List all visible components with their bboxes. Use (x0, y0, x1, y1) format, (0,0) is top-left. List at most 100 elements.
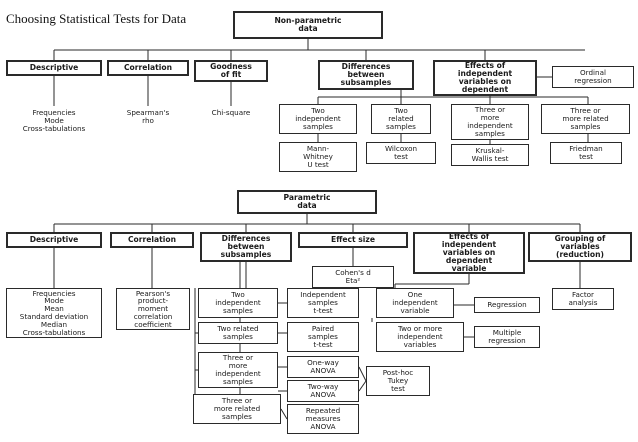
node-label-line: Friedman (569, 144, 603, 154)
node-label-line: test (391, 383, 405, 393)
p-correlation: Correlation (110, 232, 194, 248)
node-label-line: more (480, 113, 500, 123)
node-label-line: independent (392, 298, 438, 308)
p-regression: Regression (474, 297, 540, 313)
node-label-line: Mode (44, 296, 64, 306)
node-label-line: Independent (300, 290, 346, 300)
node-label-line: samples (223, 332, 253, 341)
node-label-line: Two-way (307, 382, 339, 392)
node-label-line: variables (403, 339, 437, 349)
node-label-line: ANOVA (310, 366, 336, 375)
node-label-line: subsamples (220, 250, 272, 260)
node-label-line: (reduction) (555, 250, 605, 260)
node-label-line: Whitney (303, 152, 333, 162)
node-label-line: Two or more (397, 324, 442, 334)
node-label-line: coefficient (134, 319, 172, 329)
node-label-line: Differences (341, 61, 391, 71)
node-label-line: Cross-tabulations (22, 123, 86, 133)
node-label-line: dependent (461, 85, 509, 95)
page-title: Choosing Statistical Tests for Data (6, 11, 187, 26)
node-label-line: Three or (570, 106, 601, 116)
node-label-line: Two related (217, 324, 259, 334)
node-label-line: Wallis test (471, 154, 509, 163)
node-label-line: independent (467, 121, 513, 130)
p-effect-size: Effect size (298, 232, 408, 248)
node-label-line: Correlation (127, 234, 176, 244)
np-kruskal-wallis: Kruskal-Wallis test (451, 144, 529, 166)
node-label-line: more related (213, 404, 261, 414)
node-label-line: samples (303, 121, 333, 131)
node-label-line: samples (222, 411, 252, 421)
node-label-line: rho (142, 116, 154, 125)
node-label-line: between (227, 241, 265, 251)
node-label-line: moment (137, 304, 169, 314)
np-correlation: Correlation (107, 60, 189, 76)
node-label-line: product- (137, 296, 169, 306)
node-label-line: Wilcoxon (384, 144, 418, 154)
node-label-line: Factor (571, 290, 594, 300)
node-label-line: Tukey (387, 376, 409, 386)
node-label-line: subsamples (340, 78, 392, 88)
node-label-line: test (394, 152, 408, 161)
np-chi-square: Chi-square (200, 106, 262, 120)
node-label-line: independent (215, 369, 261, 378)
node-label-line: samples (308, 298, 338, 308)
node-label-line: analysis (568, 298, 598, 307)
node-label-line: independent (295, 114, 341, 124)
node-label-line: Three or (474, 105, 506, 115)
node-label-line: Three or (221, 396, 253, 406)
node-label-line: t-test (313, 305, 333, 315)
node-label-line: measures (305, 414, 341, 424)
node-label-line: Frequencies (32, 108, 76, 118)
node-label-line: samples (570, 121, 601, 131)
node-label-line: Differences (221, 233, 271, 243)
node-label-line: Chi-square (211, 108, 251, 118)
node-label-line: samples (386, 121, 416, 131)
node-label-line: Kruskal- (475, 146, 505, 156)
node-label-line: regression (574, 76, 612, 85)
node-label-line: Effects of (448, 232, 490, 241)
node-label-line: Mode (44, 116, 64, 126)
node-label-line: Ordinal (579, 68, 606, 78)
node-label-line: Two (394, 106, 408, 116)
node-label-line: variables on (442, 247, 496, 257)
node-label-line: Two (231, 290, 245, 300)
node-label-line: regression (488, 336, 526, 345)
connector-line (358, 380, 367, 392)
node-label-line: test (579, 152, 593, 161)
node-label-line: of fit (220, 70, 242, 79)
node-label-line: between (347, 69, 385, 79)
node-label-line: Median (40, 319, 68, 329)
node-label-line: Cross-tabulations (22, 327, 86, 337)
node-label-line: Two (311, 106, 325, 116)
node-label-line: U test (307, 159, 329, 169)
node-label-line: related (388, 114, 414, 124)
node-label-line: variables on (458, 77, 512, 86)
node-label-line: independent (457, 68, 513, 78)
node-label-line: samples (223, 305, 253, 315)
node-label-line: samples (308, 332, 338, 342)
node-label-line: Descriptive (29, 234, 79, 244)
node-label-line: Mean (44, 304, 64, 314)
node-label-line: Standard deviation (19, 312, 89, 321)
node-label-line: Goodness (210, 61, 252, 71)
node-label-line: Effect size (331, 234, 375, 244)
connector-line (358, 366, 367, 382)
node-label-line: dependent (445, 256, 493, 266)
